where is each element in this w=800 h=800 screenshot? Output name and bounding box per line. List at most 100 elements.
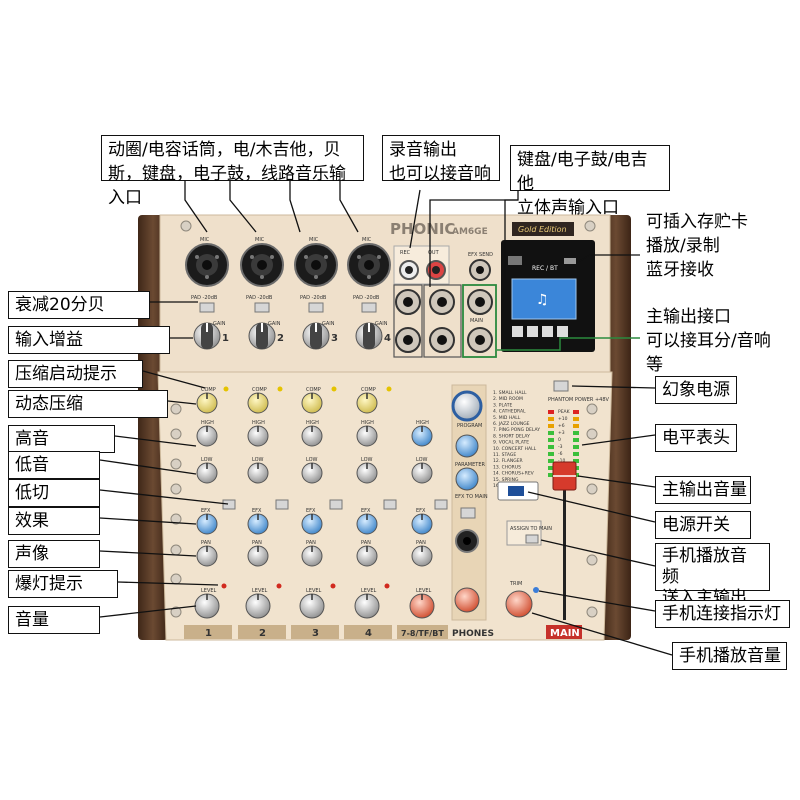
knob-label: LEVEL: [361, 588, 377, 594]
low-cut-button: [434, 499, 448, 510]
svg-text:PAD -20dB: PAD -20dB: [300, 295, 327, 301]
peak-led: [384, 583, 390, 589]
svg-text:GAIN: GAIN: [268, 321, 281, 327]
knob-label: PAN: [361, 540, 371, 546]
knob-level-3: LEVEL: [299, 588, 325, 619]
label-stereo-in: 键盘/电子鼓/电吉他 立体声输入口: [510, 145, 670, 218]
efx-program-item: 6. JAZZ LOUNGE: [493, 421, 530, 427]
svg-text:PAD -20dB: PAD -20dB: [246, 295, 273, 301]
knob-efx-1: EFX: [196, 508, 218, 535]
svg-text:PARAMETER: PARAMETER: [455, 462, 485, 468]
svg-text:ASSIGN TO MAIN: ASSIGN TO MAIN: [510, 526, 552, 532]
knob-comp-3: COMP: [301, 387, 323, 414]
label-level: 音量: [8, 606, 100, 634]
svg-text:MAIN: MAIN: [470, 318, 483, 324]
svg-text:OUT: OUT: [428, 250, 440, 256]
label-efx: 效果: [8, 507, 100, 535]
knob-efx-2: EFX: [247, 508, 269, 535]
efx-program-item: 2. MID ROOM: [493, 396, 523, 402]
gold-edition-text: Gold Edition: [518, 225, 567, 234]
meter-led: [573, 424, 579, 428]
knob-label: EFX: [361, 508, 371, 514]
meter-scale-label: 0: [558, 437, 561, 443]
svg-text:♫: ♫: [536, 292, 549, 308]
svg-text:REC / BT: REC / BT: [532, 265, 558, 272]
svg-text:TRIM: TRIM: [509, 581, 522, 587]
knob-label: COMP: [306, 387, 321, 393]
efx-program-item: 1. SMALL HALL: [493, 390, 527, 396]
meter-led: [548, 424, 554, 428]
svg-text:2: 2: [277, 333, 284, 344]
knob-label: COMP: [361, 387, 376, 393]
meter-led: [573, 445, 579, 449]
efx-program-item: 12. FLANGER: [493, 458, 523, 464]
meter-led: [548, 431, 554, 435]
knob-label: PAN: [252, 540, 262, 546]
label-low-cut: 低切: [8, 479, 100, 507]
meter-led: [573, 410, 579, 414]
knob-high-1: HIGH: [196, 420, 218, 447]
label-compressor: 动态压缩: [8, 390, 168, 418]
efx-program-item: 13. CHORUS: [493, 464, 521, 470]
efx-program-item: 9. VOCAL PLATE: [493, 440, 529, 446]
svg-text:EFX SEND: EFX SEND: [468, 252, 493, 258]
knob-label: LOW: [361, 457, 373, 463]
label-rec-out: 录音输出 也可以接音响: [382, 135, 500, 184]
knob-pan-4: PAN: [356, 540, 378, 567]
meter-led: [573, 452, 579, 456]
knob-comp-1: COMP: [196, 387, 218, 414]
knob-comp-2: COMP: [247, 387, 269, 414]
knob-efx-5: EFX: [411, 508, 433, 535]
meter-led: [573, 459, 579, 463]
knob-low-3: LOW: [301, 457, 323, 484]
low-cut-button: [383, 499, 397, 510]
svg-text:2: 2: [259, 628, 266, 639]
label-main-vol: 主输出音量: [655, 476, 751, 504]
main-out-callout: [497, 337, 641, 351]
svg-text:PAD -20dB: PAD -20dB: [191, 295, 218, 301]
svg-text:4: 4: [365, 628, 372, 639]
label-mic-inputs: 动圈/电容话筒，电/木吉他，贝斯，键盘，电子鼓，线路音乐输入口: [101, 135, 364, 208]
knob-label: HIGH: [361, 420, 374, 426]
knob-level-2: LEVEL: [245, 588, 271, 619]
meter-scale-label: -6: [558, 451, 563, 457]
svg-text:MIC: MIC: [309, 237, 319, 243]
knob-low-5: LOW: [411, 457, 433, 484]
gold-edition-badge: [512, 222, 574, 236]
knob-label: EFX: [252, 508, 262, 514]
meter-scale-label: PEAK: [558, 409, 571, 415]
label-phone-vol: 手机播放音量: [672, 642, 787, 670]
knob-label: LOW: [252, 457, 264, 463]
efx-program-item: 14. CHORUS+REV: [493, 471, 535, 477]
svg-text:GAIN: GAIN: [375, 321, 388, 327]
comp-led: [386, 386, 392, 392]
model-logo: AM6GE: [452, 227, 488, 237]
comp-led: [331, 386, 337, 392]
knob-label: PAN: [416, 540, 426, 546]
knob-comp-4: COMP: [356, 387, 378, 414]
label-usb-card: 可插入存贮卡 播放/录制 蓝牙接收: [640, 208, 788, 284]
svg-text:1: 1: [222, 333, 229, 344]
svg-text:4: 4: [384, 333, 391, 344]
efx-section: PROGRAM PARAMETER EFX TO MAIN PHONES: [451, 384, 494, 639]
knob-pan-5: PAN: [411, 540, 433, 567]
knob-high-3: HIGH: [301, 420, 323, 447]
knob-low-2: LOW: [247, 457, 269, 484]
label-main-out: 主输出接口 可以接耳分/音响等: [640, 303, 792, 375]
knob-label: PAN: [306, 540, 316, 546]
efx-program-item: 15. SPRING: [493, 477, 519, 483]
knob-high-4: HIGH: [356, 420, 378, 447]
label-power: 电源开关: [655, 511, 751, 539]
knob-label: LOW: [416, 457, 428, 463]
meter-led: [548, 452, 554, 456]
comp-led: [223, 386, 229, 392]
knob-low-4: LOW: [356, 457, 378, 484]
knob-efx-4: EFX: [356, 508, 378, 535]
label-phone-to-main: 手机播放音频 送入主输出: [655, 543, 770, 608]
meter-scale-label: -10: [558, 458, 565, 464]
efx-program-item: 10. CONCERT HALL: [493, 446, 537, 452]
svg-text:MAIN: MAIN: [550, 628, 580, 639]
svg-text:3: 3: [331, 333, 338, 344]
meter-led: [548, 466, 554, 470]
channel-number-strip: 1 2 3 4 7-8/TF/BT MAIN: [184, 625, 582, 639]
